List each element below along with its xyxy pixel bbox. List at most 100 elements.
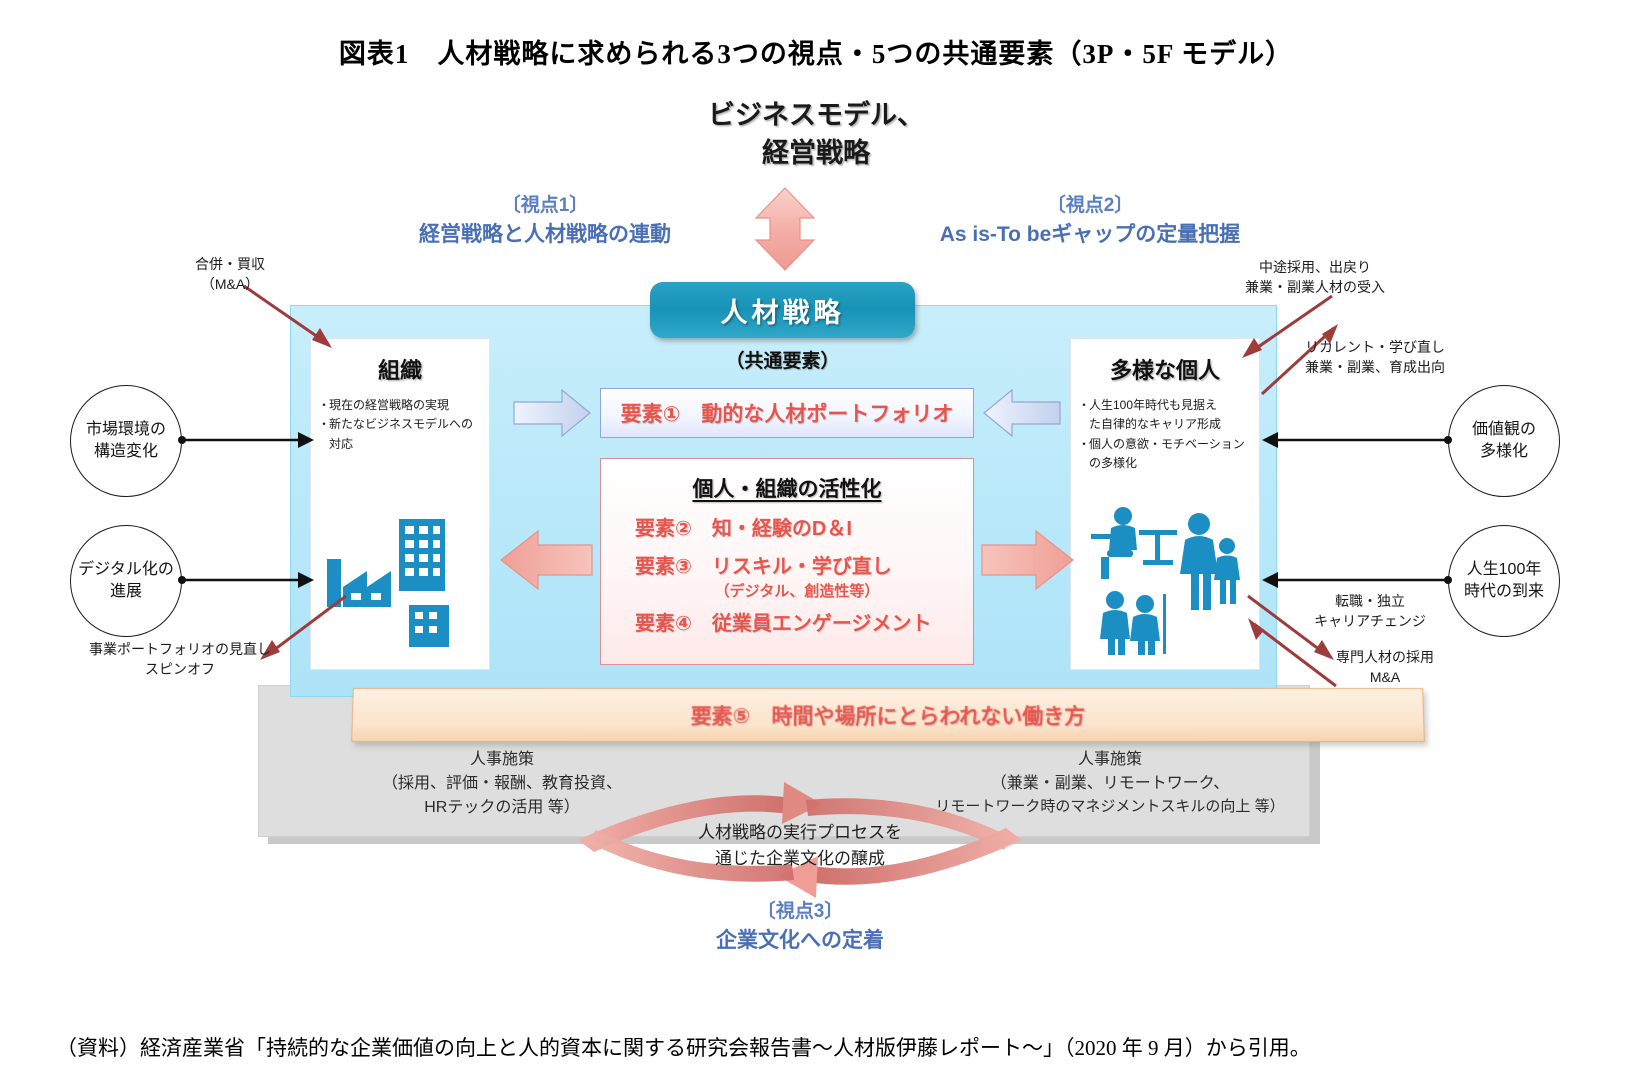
connector-values-to-individuals-icon	[1262, 432, 1452, 448]
factory-building-icon	[327, 519, 449, 647]
annotation-jobchange-line2: キャリアチェンジ	[1314, 612, 1426, 629]
hr-policy-right-sub2: リモートワーク時のマネジメントスキルの向上 等）	[935, 798, 1285, 815]
individuals-title: 多様な個人	[1109, 358, 1220, 383]
activation-header: 個人・組織の活性化	[601, 473, 973, 503]
viewpoint-3-label: 〔視点3〕	[756, 901, 844, 922]
annotation-ma-line1: 合併・買収	[195, 256, 265, 272]
bidirectional-vertical-arrow-icon	[754, 187, 816, 271]
annotation-spinoff-line2: スピンオフ	[145, 660, 215, 677]
hr-policy-left-sub2: HRテックの活用 等）	[424, 799, 580, 816]
annotation-specialist: 専門人材の採用 M&A	[1300, 648, 1470, 687]
element-5-label: 要素⑤ 時間や場所にとらわれない働き方	[690, 705, 1086, 729]
driver-market-change: 市場環境の 構造変化	[70, 385, 182, 497]
individuals-bullet-2: 個人の意欲・モチベーション	[1078, 436, 1253, 454]
arrow-midcareer-to-panel-icon	[1242, 294, 1333, 358]
organization-bullet-2: 対応	[329, 436, 354, 451]
element-2-label: 要素② 知・経験のD＆I	[635, 518, 852, 540]
hr-policy-right-sub1: （兼業・副業、リモートワーク、	[990, 775, 1230, 792]
viewpoint-2-text: As is-To beギャップの定量把握	[939, 222, 1241, 246]
annotation-recurrent-line1: リカレント・学び直し	[1305, 339, 1445, 355]
annotation-midcareer: 中途採用、出戻り 兼業・副業人材の受入	[1200, 258, 1430, 297]
driver-life100-line1: 人生100年	[1466, 560, 1542, 578]
driver-values-line2: 多様化	[1479, 443, 1528, 460]
connector-market-to-org-icon	[178, 432, 314, 448]
viewpoint-3-text: 企業文化への定着	[716, 928, 884, 952]
business-model-line2: 経営戦略	[762, 138, 870, 169]
arrow-left-to-organization-icon	[500, 529, 593, 591]
culture-cycle-arrows-icon	[578, 782, 1022, 898]
organization-card: 組織 現在の経営戦略の実現 新たなビジネスモデルへの 対応	[310, 338, 490, 670]
driver-digital-line1: デジタル化の	[78, 560, 174, 578]
annotation-midcareer-line2: 兼業・副業人材の受入	[1245, 278, 1385, 295]
arrow-recurrent-to-panel-icon	[1260, 324, 1338, 396]
annotation-spinoff-line1: 事業ポートフォリオの見直し	[89, 641, 271, 657]
connector-digital-to-org-icon	[178, 572, 314, 588]
individuals-bullet-1: た自律的なキャリア形成	[1089, 417, 1222, 432]
individuals-bullets: 人生100年時代も見据え た自律的なキャリア形成 個人の意欲・モチベーション の…	[1078, 397, 1253, 473]
organization-title: 組織	[377, 358, 422, 383]
annotation-spinoff: 事業ポートフォリオの見直し スピンオフ	[80, 640, 280, 679]
viewpoint-1: 〔視点1〕 経営戦略と人材戦略の連動	[370, 192, 720, 250]
arrow-right-to-element1-icon	[513, 388, 591, 438]
driver-market-line1: 市場環境の	[85, 420, 166, 438]
source-note: （資料）経済産業省「持続的な企業価値の向上と人的資本に関する研究会報告書～人材版…	[56, 1036, 1311, 1060]
driver-market-line2: 構造変化	[93, 443, 158, 460]
activation-box: 個人・組織の活性化 要素② 知・経験のD＆I 要素③ リスキル・学び直し （デジ…	[600, 458, 974, 665]
arrow-left-to-element1-icon	[983, 388, 1061, 438]
individuals-bullet-0: 人生100年時代も見据え	[1078, 397, 1253, 415]
organization-bullet-1: 新たなビジネスモデルへの	[318, 416, 483, 434]
business-model-heading: ビジネスモデル、 経営戦略	[566, 96, 1066, 173]
business-model-line1: ビジネスモデル、	[708, 100, 924, 130]
annotation-ma-line2: （M&A）	[200, 275, 260, 292]
culture-cycle-text: 人材戦略の実行プロセスを 通じた企業文化の醸成	[600, 820, 1000, 871]
annotation-jobchange: 転職・独立 キャリアチェンジ	[1280, 592, 1460, 631]
annotation-jobchange-line1: 転職・独立	[1335, 593, 1405, 609]
driver-digitalization: デジタル化の 進展	[70, 525, 182, 637]
annotation-ma: 合併・買収 （M&A）	[150, 255, 310, 294]
arrow-panel-to-jobchange-icon	[1247, 594, 1334, 660]
arrow-panel-to-spinoff-icon	[260, 594, 347, 660]
viewpoint-3: 〔視点3〕 企業文化への定着	[640, 898, 960, 956]
activation-header-text: 個人・組織の活性化	[692, 478, 882, 501]
arrow-right-to-individuals-icon	[981, 529, 1074, 591]
talent-strategy-pill: 人材戦略	[650, 282, 915, 338]
connector-life100-to-individuals-icon	[1262, 572, 1452, 588]
diverse-individuals-card: 多様な個人 人生100年時代も見据え た自律的なキャリア形成 個人の意欲・モチベ…	[1070, 338, 1260, 670]
viewpoint-1-label: 〔視点1〕	[501, 195, 589, 216]
arrow-specialist-to-panel-icon	[1248, 618, 1337, 688]
driver-values-line1: 価値観の	[1471, 420, 1536, 438]
annotation-specialist-line2: M&A	[1369, 668, 1401, 685]
driver-value-diversity: 価値観の 多様化	[1448, 385, 1560, 497]
annotation-midcareer-line1: 中途採用、出戻り	[1259, 259, 1371, 275]
viewpoint-2: 〔視点2〕 As is-To beギャップの定量把握	[920, 192, 1260, 250]
hr-policy-right: 人事施策 （兼業・副業、リモートワーク、 リモートワーク時のマネジメントスキルの…	[900, 748, 1320, 819]
element-1-label: 要素① 動的な人材ポートフォリオ	[620, 403, 954, 426]
culture-line-2: 通じた企業文化の醸成	[715, 848, 885, 868]
hr-policy-left: 人事施策 （採用、評価・報酬、教育投資、 HRテックの活用 等）	[292, 748, 712, 820]
annotation-specialist-line1: 専門人材の採用	[1336, 649, 1434, 665]
element-3-sub: （デジタル、創造性等）	[714, 583, 880, 600]
hr-policy-left-sub1: （採用、評価・報酬、教育投資、	[381, 775, 622, 792]
viewpoint-1-text: 経営戦略と人材戦略の連動	[419, 222, 671, 246]
element-4-label: 要素④ 従業員エンゲージメント	[635, 613, 932, 635]
driver-digital-line2: 進展	[109, 583, 142, 600]
arrow-ma-to-panel-icon	[243, 284, 332, 348]
driver-life100-line2: 時代の到来	[1463, 583, 1544, 600]
element-1-box: 要素① 動的な人材ポートフォリオ	[600, 388, 974, 438]
culture-line-1: 人材戦略の実行プロセスを	[698, 823, 902, 842]
element-5-banner: 要素⑤ 時間や場所にとらわれない働き方	[351, 688, 1425, 743]
driver-life-100-years: 人生100年 時代の到来	[1448, 525, 1560, 637]
hr-policy-right-title: 人事施策	[1077, 751, 1142, 768]
talent-strategy-label: 人材戦略	[720, 297, 845, 328]
annotation-recurrent: リカレント・学び直し 兼業・副業、育成出向	[1270, 338, 1480, 377]
organization-bullet-0: 現在の経営戦略の実現	[318, 397, 483, 415]
viewpoint-2-label: 〔視点2〕	[1046, 195, 1134, 216]
annotation-recurrent-line2: 兼業・副業、育成出向	[1305, 358, 1445, 375]
hr-policy-left-title: 人事施策	[469, 751, 534, 768]
individuals-bullet-3: の多様化	[1089, 456, 1138, 471]
element-3-label: 要素③ リスキル・学び直し	[635, 556, 892, 578]
people-icons	[1091, 507, 1240, 655]
organization-bullets: 現在の経営戦略の実現 新たなビジネスモデルへの 対応	[318, 397, 483, 453]
figure-title: 図表1 人材戦略に求められる3つの視点・5つの共通要素（3P・5F モデル）	[338, 39, 1294, 69]
